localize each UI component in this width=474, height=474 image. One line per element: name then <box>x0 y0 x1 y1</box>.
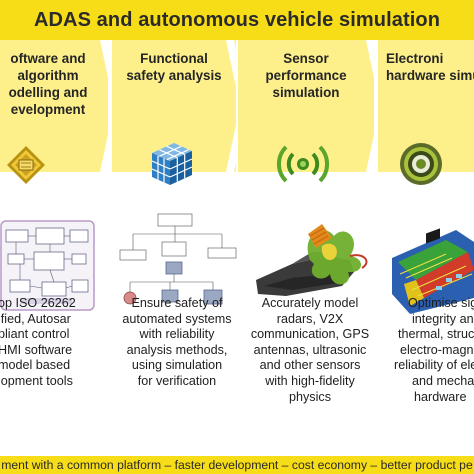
desc-line: reliability of elect <box>394 358 474 373</box>
desc-line: op ISO 26262 <box>0 296 76 310</box>
desc-line: ified, Autosar <box>0 311 71 326</box>
column-software-desc: op ISO 26262 ified, Autosar pliant contr… <box>0 296 102 390</box>
desc-line: with high-fidelity <box>265 373 355 388</box>
column-software: oftware and algorithm odelling and evelo… <box>0 40 108 172</box>
column-sensor: Sensor performance simulation <box>238 40 374 172</box>
desc-line: integrity an <box>412 311 474 326</box>
desc-line: and other sensors <box>259 358 361 373</box>
column-electronics-heading: Electroni hardware simu <box>386 50 474 84</box>
circuit-board-thermal-map <box>392 228 474 314</box>
columns: oftware and algorithm odelling and evelo… <box>0 40 474 430</box>
concentric-rings-icon <box>400 143 442 185</box>
green-radio-waves-icon <box>276 145 330 183</box>
page-title: ADAS and autonomous vehicle simulation <box>33 8 441 31</box>
software-architecture-block-diagram <box>0 220 95 311</box>
desc-line: thermal, struct <box>398 327 474 342</box>
footer-text: ment with a common platform – faster dev… <box>1 458 473 472</box>
heading-line: evelopment <box>10 102 86 117</box>
fault-tree-diagram <box>119 213 237 305</box>
column-electronics-desc: Optimise sign integrity an thermal, stru… <box>394 296 474 405</box>
desc-line: HMI software <box>0 342 73 357</box>
desc-line: analysis methods, <box>126 342 228 357</box>
desc-line: Optimise sign <box>408 296 474 310</box>
desc-line: lopment tools <box>0 373 73 388</box>
heading-line: hardware simu <box>386 68 474 83</box>
desc-line: Ensure safety of <box>131 296 223 310</box>
desc-line: communication, GPS <box>250 327 370 342</box>
heading-line: oftware and <box>10 51 86 66</box>
desc-line: using simulation <box>131 358 223 373</box>
column-sensor-desc: Accurately model radars, V2X communicati… <box>246 296 374 405</box>
heading-line: Sensor <box>283 51 329 66</box>
footer-bar: ment with a common platform – faster dev… <box>0 456 474 474</box>
desc-line: automated systems <box>122 311 232 326</box>
heading-line: safety analysis <box>126 68 222 83</box>
desc-line: radars, V2X <box>276 311 344 326</box>
desc-line: pliant control <box>0 327 70 342</box>
desc-line: antennas, ultrasonic <box>253 342 367 357</box>
desc-line: hardware <box>414 389 467 404</box>
desc-line: with reliability <box>139 327 215 342</box>
heading-line: Functional <box>140 51 208 66</box>
column-safety-heading: Functional safety analysis <box>112 50 236 84</box>
blue-cube-grid-icon <box>151 143 193 185</box>
desc-line: electro-magne <box>400 342 474 357</box>
title-bar: ADAS and autonomous vehicle simulation <box>0 0 474 40</box>
column-safety-desc: Ensure safety of automated systems with … <box>112 296 242 390</box>
desc-line: and mechani <box>412 373 474 388</box>
heading-line: odelling and <box>8 85 88 100</box>
desc-line: for verification <box>137 373 217 388</box>
gold-diamond-chip-icon <box>7 146 45 184</box>
desc-line: model based <box>0 358 71 373</box>
column-software-heading: oftware and algorithm odelling and evelo… <box>0 50 108 118</box>
heading-line: performance <box>265 68 347 83</box>
heading-line: simulation <box>272 85 340 100</box>
heading-line: algorithm <box>17 68 79 83</box>
desc-line: Accurately model <box>261 296 359 310</box>
desc-line: physics <box>289 389 331 404</box>
heading-line: Electroni <box>386 51 444 66</box>
column-sensor-heading: Sensor performance simulation <box>238 50 374 101</box>
vehicle-antenna-radiation-pattern <box>256 224 368 296</box>
